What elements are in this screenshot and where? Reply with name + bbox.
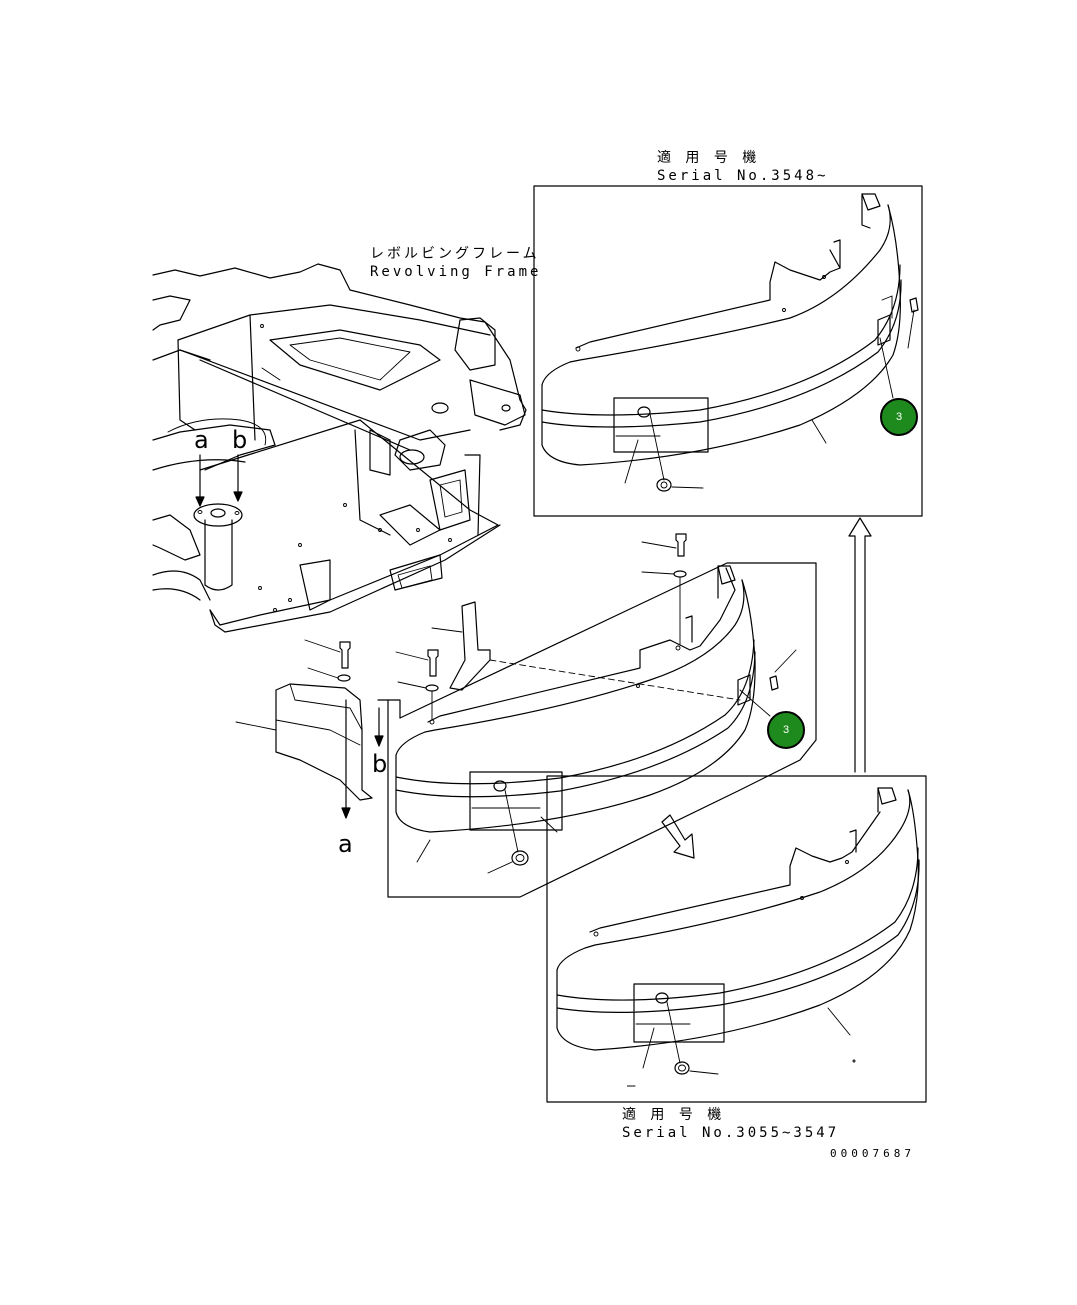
revolving-frame-label-jp: レボルビングフレーム	[370, 246, 540, 262]
lower-counterweight-drawing	[556, 787, 920, 1075]
upper-serial-title-en: Serial No.3548~	[657, 168, 829, 184]
main-assembly-box	[377, 562, 817, 898]
upper-counterweight-drawing	[541, 193, 919, 492]
lower-inset-box	[546, 775, 927, 1103]
lower-serial-title-en: Serial No.3055~3547	[622, 1125, 840, 1141]
revolving-frame-drawing	[152, 263, 527, 633]
revolving-frame-label-en: Revolving Frame	[370, 264, 542, 280]
view-letter-a-frame: a	[194, 426, 209, 454]
view-letter-b-frame: b	[232, 426, 248, 454]
upper-serial-title-jp: 適 用 号 機	[657, 150, 760, 166]
drawing-number: 00007687	[830, 1147, 915, 1160]
view-letter-b-main: b	[372, 750, 388, 778]
part-callout-3-main[interactable]: 3	[767, 711, 805, 749]
view-letter-a-main: a	[338, 830, 353, 858]
upper-inset-box	[533, 185, 923, 517]
part-callout-3-upper[interactable]: 3	[880, 398, 918, 436]
down-arrow	[661, 814, 695, 859]
dash-mark: –	[627, 1078, 639, 1094]
main-counterweight-drawing	[235, 533, 797, 874]
up-arrow	[848, 517, 872, 773]
lower-serial-title-jp: 適 用 号 機	[622, 1107, 725, 1123]
